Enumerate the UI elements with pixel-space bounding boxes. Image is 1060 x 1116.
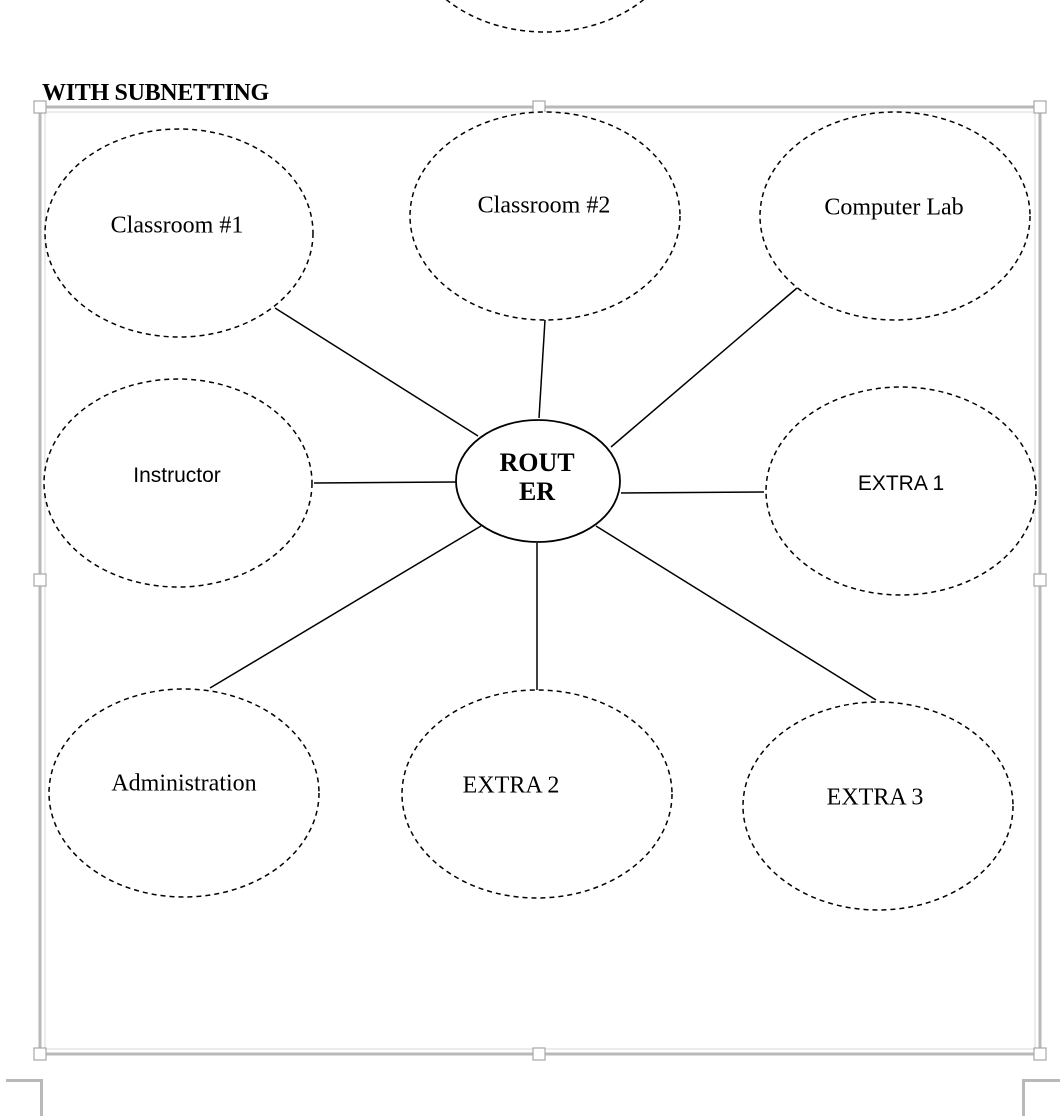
link-extra1 xyxy=(620,491,765,494)
resize-handle-top-left[interactable] xyxy=(33,100,47,114)
label-extra2: EXTRA 2 xyxy=(462,772,560,799)
label-classroom1: Classroom #1 xyxy=(110,212,244,239)
section-heading: WITH SUBNETTING xyxy=(42,80,269,106)
page-corner-mark-left xyxy=(6,1079,43,1116)
resize-handle-top-right[interactable] xyxy=(1033,100,1047,114)
resize-handle-top-middle[interactable] xyxy=(532,100,546,114)
node-administration[interactable] xyxy=(48,688,320,898)
connections xyxy=(209,287,877,701)
node-classroom2[interactable] xyxy=(409,111,681,321)
node-classroom1[interactable] xyxy=(44,128,314,338)
resize-handle-bottom-right[interactable] xyxy=(1033,1047,1047,1061)
resize-handle-bottom-left[interactable] xyxy=(33,1047,47,1061)
link-administration xyxy=(209,525,482,689)
label-router: ROUTER xyxy=(499,448,575,506)
label-instructor: Instructor xyxy=(133,464,221,487)
label-classroom2: Classroom #2 xyxy=(477,192,611,219)
node-extra2[interactable] xyxy=(401,689,673,899)
previous-node-partial xyxy=(445,0,645,33)
resize-handles[interactable] xyxy=(33,100,1047,1061)
node-computer-lab[interactable] xyxy=(759,111,1031,321)
label-extra3: EXTRA 3 xyxy=(826,784,924,811)
node-extra1[interactable] xyxy=(765,386,1037,596)
link-instructor xyxy=(313,481,457,484)
node-extra3[interactable] xyxy=(742,701,1014,911)
node-instructor[interactable] xyxy=(43,378,313,588)
node-router[interactable] xyxy=(455,419,621,543)
link-classroom2 xyxy=(538,319,546,419)
resize-handle-middle-right[interactable] xyxy=(1033,573,1047,587)
resize-handle-bottom-middle[interactable] xyxy=(532,1047,546,1061)
link-computer-lab xyxy=(610,287,798,448)
label-extra1: EXTRA 1 xyxy=(857,472,945,495)
label-administration: Administration xyxy=(111,770,257,797)
link-extra3 xyxy=(595,525,877,701)
page-corner-mark-right xyxy=(1022,1079,1060,1116)
resize-handle-middle-left[interactable] xyxy=(33,573,47,587)
link-classroom1 xyxy=(274,307,479,437)
label-computer-lab: Computer Lab xyxy=(824,194,964,221)
